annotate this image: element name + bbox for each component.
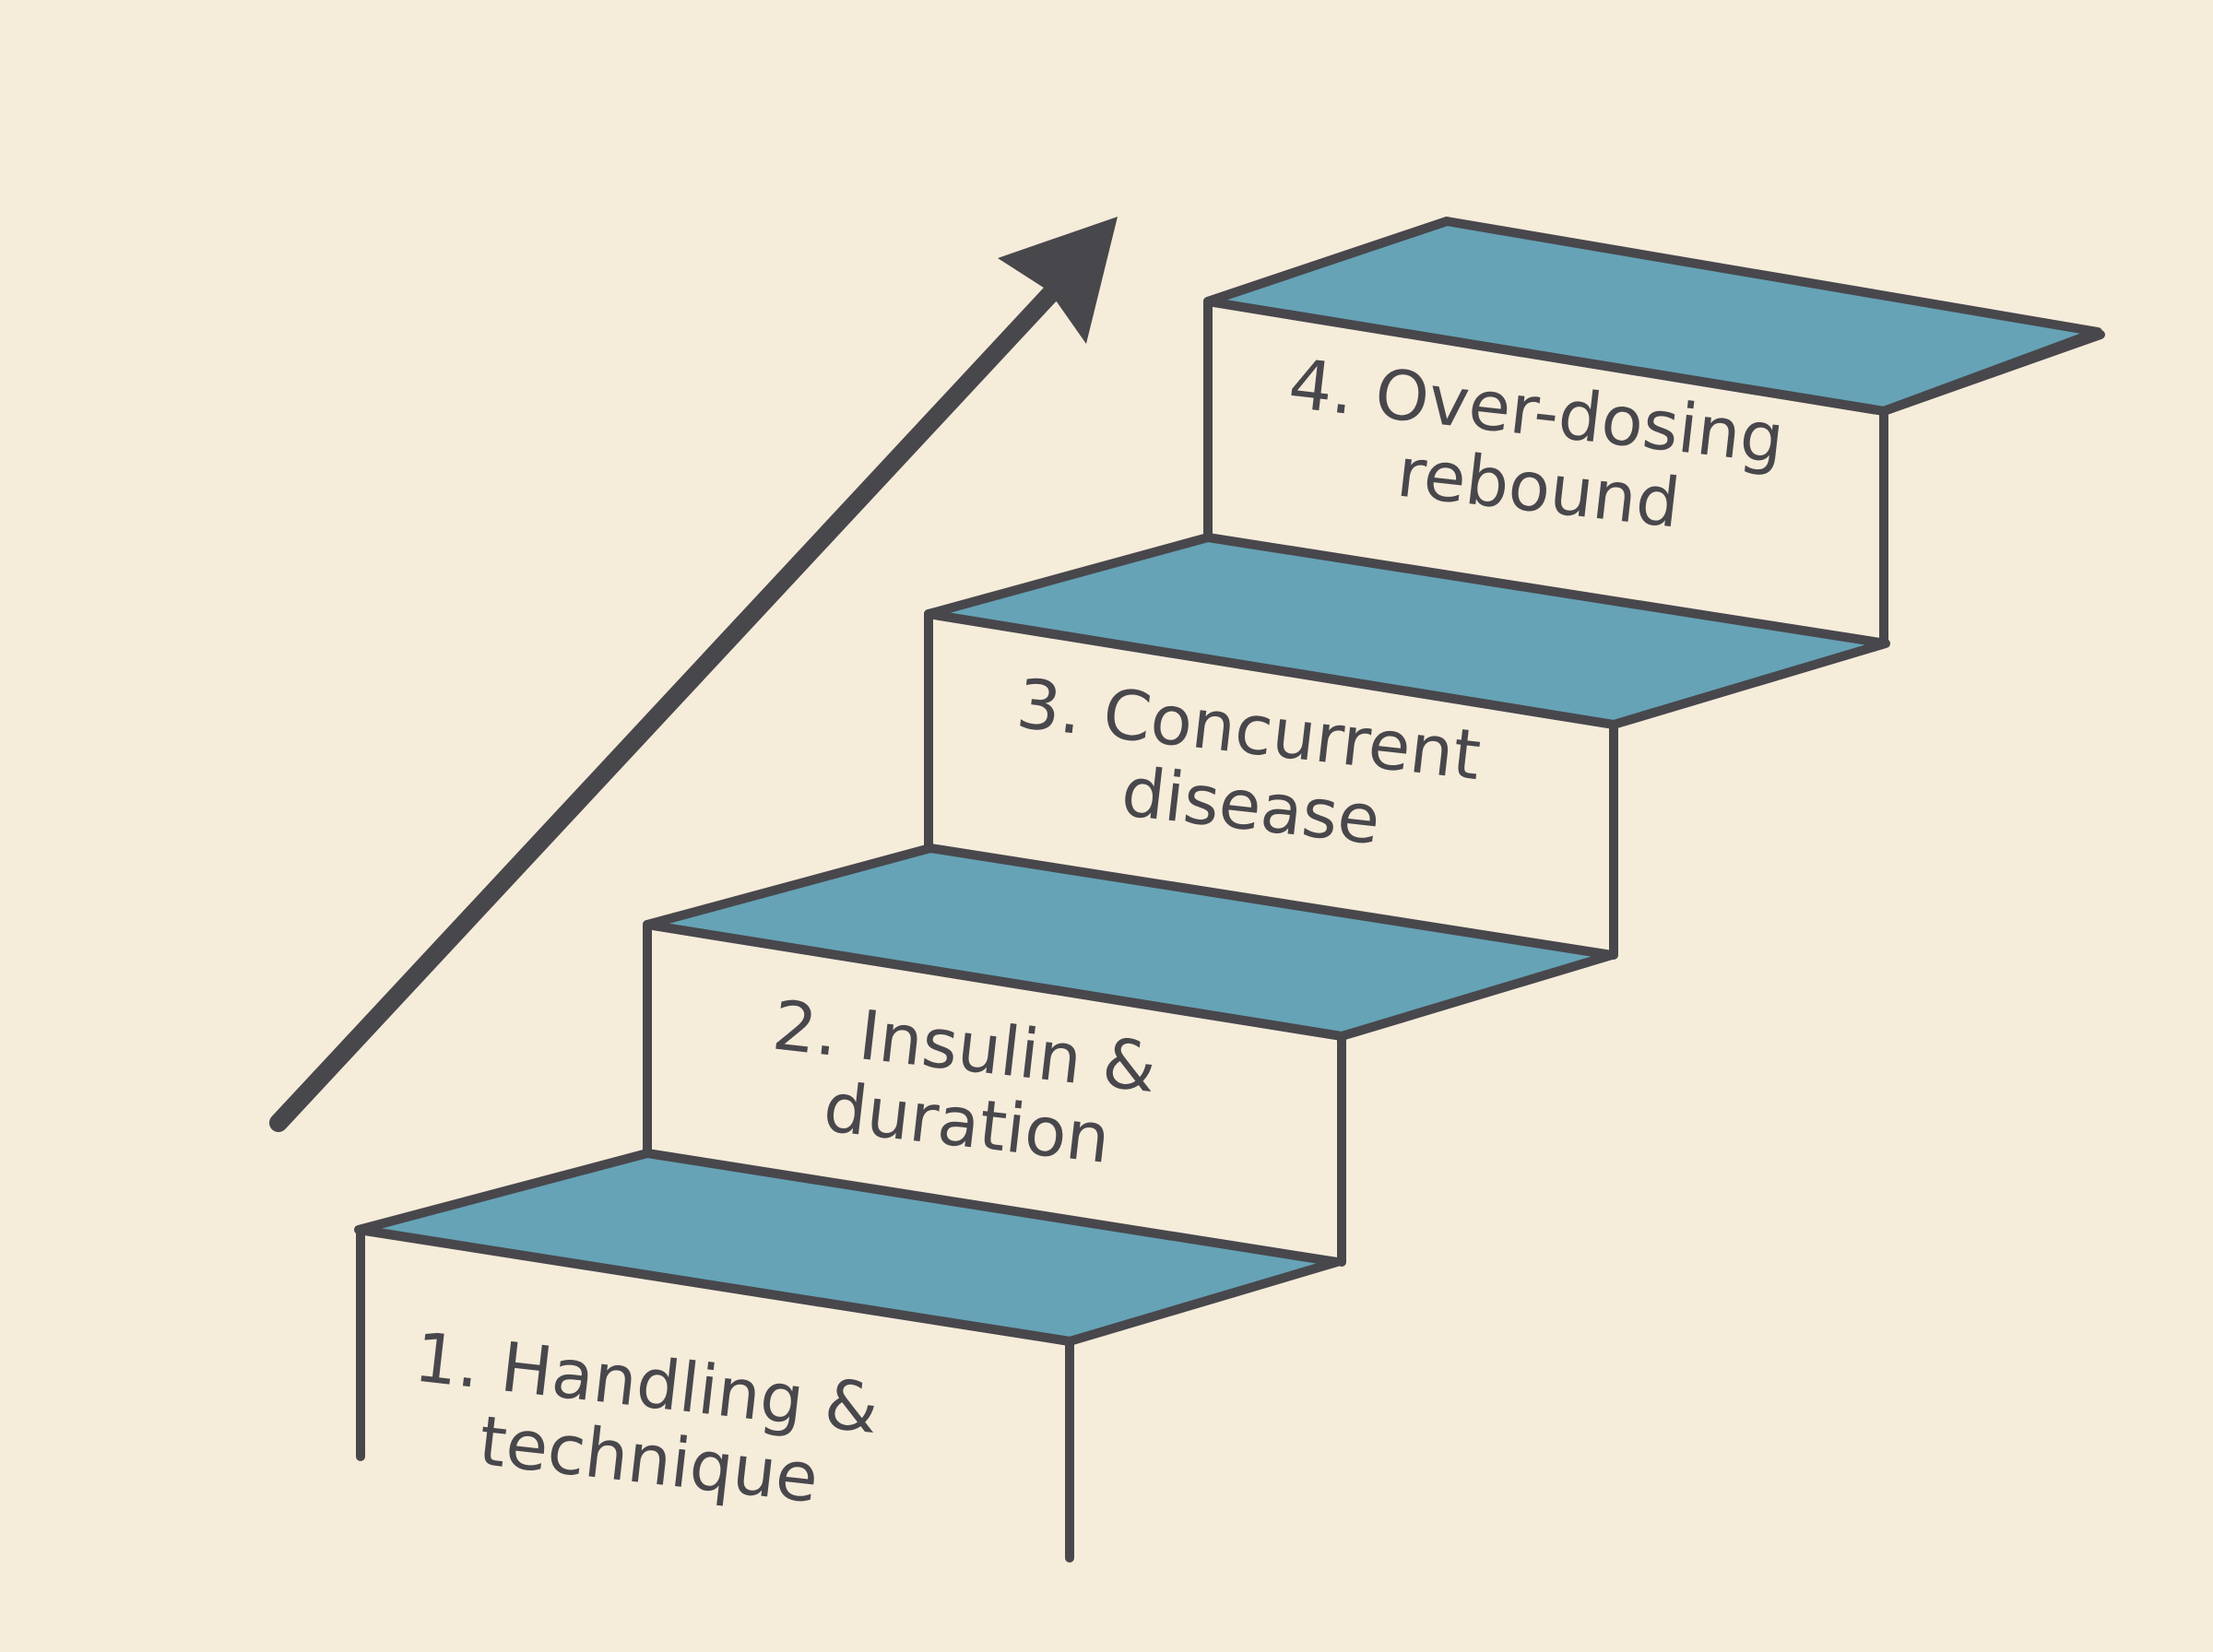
step-4-back-edge	[1203, 217, 1451, 306]
arrow-up-right-icon	[269, 217, 1118, 1132]
step-2-label: 2. Insulin & duration	[761, 985, 1182, 1186]
step-1-riser	[356, 1225, 1074, 1563]
step-1-label: 1. Handling & technique	[402, 1318, 904, 1528]
step-4-riser	[1203, 297, 1888, 648]
step-3-riser	[924, 609, 1618, 960]
step-1: 1. Handling & technique	[354, 1149, 1342, 1563]
step-2-riser	[643, 920, 1346, 1267]
step-4-side-edge	[1879, 330, 2105, 416]
step-1-tread	[354, 1149, 1342, 1346]
